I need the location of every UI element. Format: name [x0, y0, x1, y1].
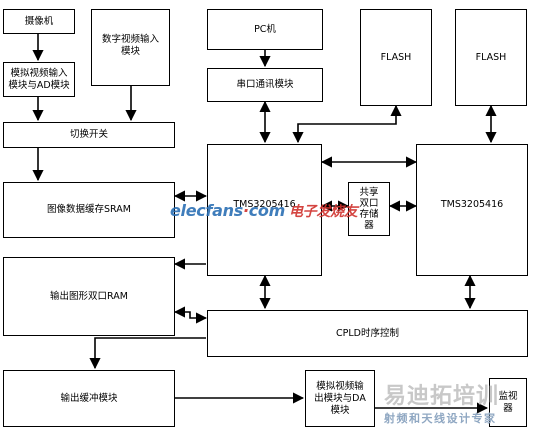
shared-memory-line3: 存储: [359, 209, 379, 220]
yidi-watermark: 易迪拓培训: [384, 384, 500, 409]
elecfans-dot: ·: [242, 201, 249, 220]
digital-input-block: 数字视频输入 模块: [91, 9, 170, 86]
monitor-line1: 监视: [498, 390, 518, 402]
serial-label: 串口通讯模块: [236, 79, 294, 90]
shared-memory-line1: 共享: [359, 187, 379, 198]
analog-output-line3: 模块: [330, 404, 350, 416]
sram-label: 图像数据缓存SRAM: [47, 204, 131, 215]
output-ram-label: 输出图形双口RAM: [50, 290, 128, 302]
digital-input-line1: 数字视频输入: [101, 34, 159, 45]
dsp1-label: TMS3205416: [233, 199, 296, 210]
analog-output-line2: 出模块与DA: [314, 392, 366, 404]
rf-watermark: 射频和天线设计专家: [384, 412, 497, 425]
dsp2-label: TMS3205416: [440, 199, 504, 210]
flash1-label: FLASH: [380, 52, 412, 63]
dsp1-block: TMS3205416: [207, 144, 322, 276]
camera-block: 摄像机: [3, 9, 75, 34]
sram-block: 图像数据缓存SRAM: [3, 182, 175, 238]
output-buffer-block: 输出缓冲模块: [3, 370, 175, 427]
analog-output-block: 模拟视频输 出模块与DA 模块: [305, 370, 375, 427]
shared-memory-line4: 器: [364, 220, 374, 231]
monitor-block: 监视 器: [489, 378, 527, 427]
shared-memory-block: 共享 双口 存储 器: [348, 182, 390, 236]
wire-cpld-buffer: [89, 337, 206, 370]
output-ram-block: 输出图形双口RAM: [3, 257, 175, 336]
camera-label: 摄像机: [24, 15, 54, 27]
output-buffer-label: 输出缓冲模块: [60, 392, 118, 404]
pc-block: PC机: [207, 9, 323, 50]
analog-input-line2: 模块与AD模块: [8, 79, 70, 91]
analog-input-block: 模拟视频输入 模块与AD模块: [3, 62, 75, 97]
elecfans-cn: 电子发烧友: [288, 204, 358, 220]
analog-input-line1: 模拟视频输入: [10, 67, 68, 79]
cpld-label: CPLD时序控制: [336, 327, 399, 339]
switch-label: 切换开关: [69, 129, 108, 140]
flash2-label: FLASH: [475, 52, 507, 63]
flash2-block: FLASH: [455, 9, 527, 106]
analog-output-line1: 模拟视频输: [316, 380, 364, 392]
wire-flash1-dsp1: [292, 104, 402, 144]
flash1-block: FLASH: [360, 9, 432, 106]
switch-block: 切换开关: [3, 122, 175, 148]
wire-outram-cpld: [173, 306, 208, 324]
cpld-block: CPLD时序控制: [207, 310, 528, 357]
digital-input-line2: 模块: [120, 46, 140, 57]
elecfans-com: com: [248, 201, 286, 220]
dsp2-block: TMS3205416: [416, 144, 528, 276]
elecfans-en: elecfans: [170, 201, 243, 220]
monitor-line2: 器: [503, 402, 513, 414]
serial-block: 串口通讯模块: [207, 68, 323, 102]
shared-memory-line2: 双口: [359, 198, 379, 209]
pc-label: PC机: [254, 23, 276, 35]
